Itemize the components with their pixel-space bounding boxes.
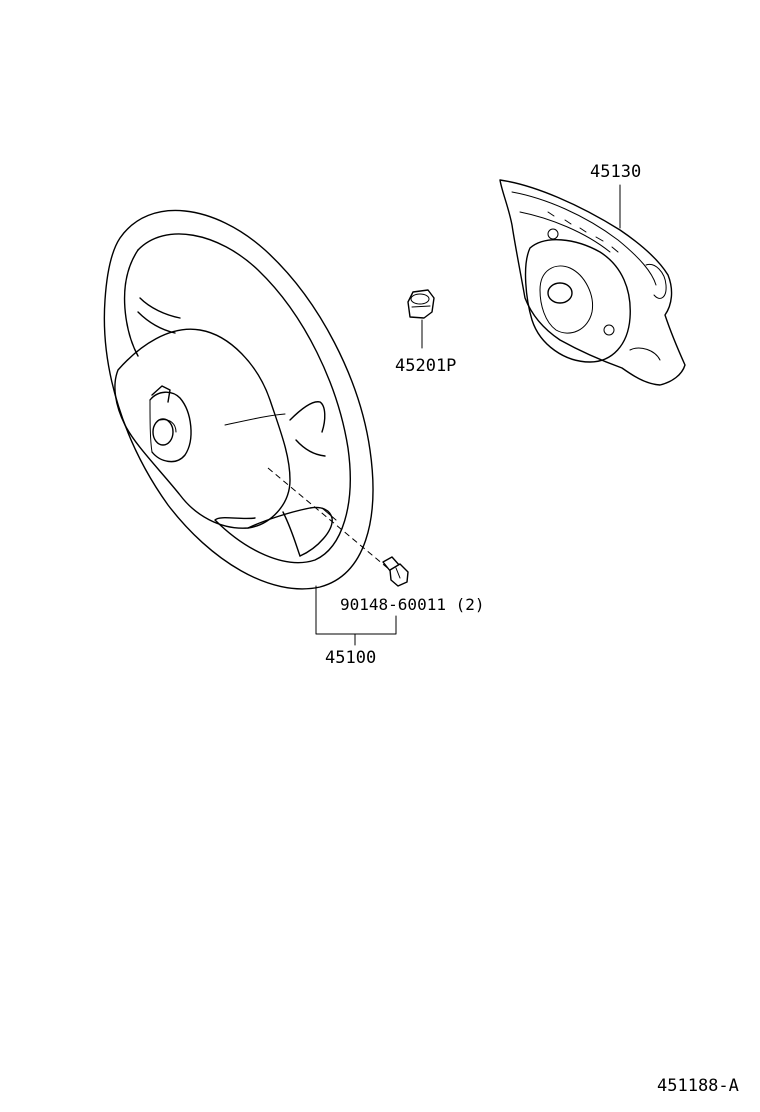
part-number-bracket <box>315 585 397 646</box>
bolt-drawing <box>382 556 409 587</box>
part-number-45130: 45130 <box>590 162 642 182</box>
figure-id: 451188-A <box>657 1076 739 1096</box>
part-number-90148-60011: 90148-60011 (2) <box>340 595 485 614</box>
steering-wheel-drawing <box>103 209 391 590</box>
part-number-45201p: 45201P <box>395 356 457 376</box>
nut-drawing <box>407 289 435 349</box>
horn-pad-drawing <box>499 179 686 386</box>
part-number-45100: 45100 <box>325 648 377 668</box>
